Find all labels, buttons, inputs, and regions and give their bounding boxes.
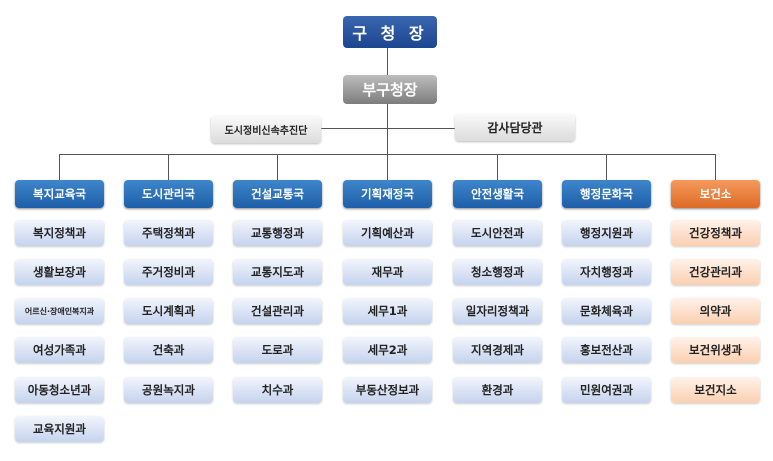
connector-bureau [277, 154, 278, 180]
connector-bureau [387, 154, 388, 180]
bureau-header[interactable]: 행정문화국 [562, 180, 651, 208]
bureau-header[interactable]: 안전생활국 [453, 180, 542, 208]
division-box[interactable]: 공원녹지과 [124, 377, 213, 403]
division-box[interactable]: 아동청소년과 [15, 377, 104, 403]
division-box[interactable]: 보건지소 [671, 377, 760, 403]
division-box[interactable]: 기획예산과 [343, 220, 432, 246]
connector-mayor-deputy [387, 48, 388, 75]
bureau-header[interactable]: 기획재정국 [343, 180, 432, 208]
division-box[interactable]: 도로과 [233, 337, 322, 363]
division-box[interactable]: 교통행정과 [233, 220, 322, 246]
division-box[interactable]: 어르신·장애인복지과 [15, 298, 104, 324]
connector-bureau [168, 154, 169, 180]
division-box[interactable]: 여성가족과 [15, 337, 104, 363]
connector-deputy-main [387, 104, 388, 155]
division-box[interactable]: 지역경제과 [453, 337, 542, 363]
division-box[interactable]: 부동산정보과 [343, 377, 432, 403]
division-box[interactable]: 민원여권과 [562, 377, 651, 403]
connector-bureau [715, 154, 716, 180]
division-box[interactable]: 문화체육과 [562, 298, 651, 324]
division-box[interactable]: 건축과 [124, 337, 213, 363]
mayor-box[interactable]: 구 청 장 [343, 16, 437, 48]
bureau-header[interactable]: 복지교육국 [15, 180, 104, 208]
division-box[interactable]: 일자리정책과 [453, 298, 542, 324]
division-box[interactable]: 보건위생과 [671, 337, 760, 363]
division-box[interactable]: 건설관리과 [233, 298, 322, 324]
division-box[interactable]: 세무1과 [343, 298, 432, 324]
division-box[interactable]: 환경과 [453, 377, 542, 403]
connector-bureau [497, 154, 498, 180]
division-box[interactable]: 도시안전과 [453, 220, 542, 246]
division-box[interactable]: 행정지원과 [562, 220, 651, 246]
division-box[interactable]: 복지정책과 [15, 220, 104, 246]
division-box[interactable]: 건강정책과 [671, 220, 760, 246]
division-box[interactable]: 교육지원과 [15, 416, 104, 442]
division-box[interactable]: 자치행정과 [562, 259, 651, 285]
division-box[interactable]: 주거정비과 [124, 259, 213, 285]
bureau-header[interactable]: 도시관리국 [124, 180, 213, 208]
division-box[interactable]: 의약과 [671, 298, 760, 324]
bureau-header[interactable]: 건설교통국 [233, 180, 322, 208]
urban-renewal-task-force-box[interactable]: 도시정비신속추진단 [211, 116, 321, 143]
connector-bureau [59, 154, 60, 180]
division-box[interactable]: 교통지도과 [233, 259, 322, 285]
division-box[interactable]: 세무2과 [343, 337, 432, 363]
division-box[interactable]: 도시계획과 [124, 298, 213, 324]
connector-bureau [606, 154, 607, 180]
division-box[interactable]: 재무과 [343, 259, 432, 285]
division-box[interactable]: 건강관리과 [671, 259, 760, 285]
division-box[interactable]: 청소행정과 [453, 259, 542, 285]
deputy-mayor-box[interactable]: 부구청장 [343, 75, 437, 104]
audit-officer-box[interactable]: 감사담당관 [455, 114, 575, 141]
bureau-header[interactable]: 보건소 [671, 180, 760, 208]
division-box[interactable]: 생활보장과 [15, 259, 104, 285]
division-box[interactable]: 치수과 [233, 377, 322, 403]
division-box[interactable]: 홍보전산과 [562, 337, 651, 363]
connector-side-units [321, 128, 455, 129]
division-box[interactable]: 주택정책과 [124, 220, 213, 246]
